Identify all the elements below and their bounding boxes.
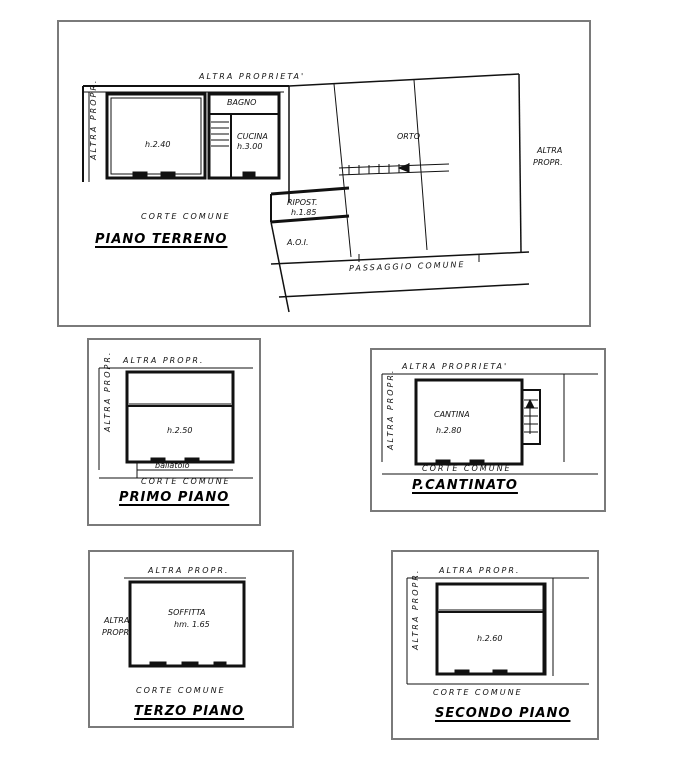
terreno-cucina-label: CUCINA (237, 132, 268, 141)
cantinato-title: P.CANTINATO (412, 478, 518, 493)
terreno-corte-comune: CORTE COMUNE (141, 212, 231, 221)
terreno-left-label: ALTRA PROPR. (89, 78, 98, 160)
plan-terzo-piano: ALTRA PROPR. ALTRA PROPR. SOFFITTA hm. 1… (88, 550, 294, 728)
primo-ballatoio: ballatoio (155, 461, 190, 470)
primo-corte-comune: CORTE COMUNE (141, 477, 231, 486)
primo-title: PRIMO PIANO (119, 490, 230, 505)
plan-cantinato: ALTRA PROPRIETA' ALTRA PROPR. CANTINA h.… (370, 348, 606, 512)
secondo-room-height: h.2.60 (477, 634, 503, 643)
terzo-corte-comune: CORTE COMUNE (136, 686, 226, 695)
plan-cantinato-drawing (381, 373, 598, 475)
plan-secondo-piano-drawing (406, 577, 589, 685)
plan-piano-terreno: ALTRA PROPRIETA' ALTRA PROPR. BAGNO CUCI… (57, 20, 591, 327)
terreno-top-label: ALTRA PROPRIETA' (199, 72, 306, 81)
plan-primo-piano-drawing (98, 367, 253, 479)
plan-piano-terreno-drawing (82, 73, 530, 313)
secondo-title: SECONDO PIANO (435, 706, 571, 721)
cantinato-top-label: ALTRA PROPRIETA' (402, 362, 509, 371)
terzo-left-label-2: PROPR. (102, 628, 132, 637)
terreno-ripost-height: h.1.85 (291, 208, 317, 217)
terzo-room-label: SOFFITTA (168, 608, 206, 617)
terreno-orto: ORTO (397, 132, 421, 141)
terzo-left-label-1: ALTRA (104, 616, 130, 625)
terzo-top-label: ALTRA PROPR. (148, 566, 230, 575)
primo-left-label: ALTRA PROPR. (103, 350, 112, 432)
secondo-corte-comune: CORTE COMUNE (433, 688, 523, 697)
terreno-aoi: A.O.I. (287, 238, 309, 247)
secondo-top-label: ALTRA PROPR. (439, 566, 521, 575)
plan-terzo-piano-drawing (124, 577, 246, 668)
cantinato-room-height: h.2.80 (436, 426, 462, 435)
terreno-right-label-2: PROPR. (533, 158, 563, 167)
terzo-room-height: hm. 1.65 (174, 620, 210, 629)
secondo-left-label: ALTRA PROPR. (411, 568, 420, 650)
terreno-ripost-label: RIPOST. (287, 198, 318, 207)
plan-primo-piano: ALTRA PROPR. ALTRA PROPR. h.2.50 ballato… (87, 338, 261, 526)
terreno-title: PIANO TERRENO (95, 232, 228, 247)
cantinato-left-label: ALTRA PROPR. (386, 368, 395, 450)
primo-room-height: h.2.50 (167, 426, 193, 435)
cantinato-corte-comune: CORTE COMUNE (422, 464, 512, 473)
terreno-cucina-height: h.3.00 (237, 142, 263, 151)
cantinato-room-label: CANTINA (434, 410, 470, 419)
terreno-right-label-1: ALTRA (537, 146, 563, 155)
plan-secondo-piano: ALTRA PROPR. ALTRA PROPR. h.2.60 CORTE C… (391, 550, 599, 740)
terzo-title: TERZO PIANO (134, 704, 245, 719)
terreno-bagno: BAGNO (227, 98, 257, 107)
primo-top-label: ALTRA PROPR. (123, 356, 205, 365)
terreno-main-room-height: h.2.40 (145, 140, 171, 149)
